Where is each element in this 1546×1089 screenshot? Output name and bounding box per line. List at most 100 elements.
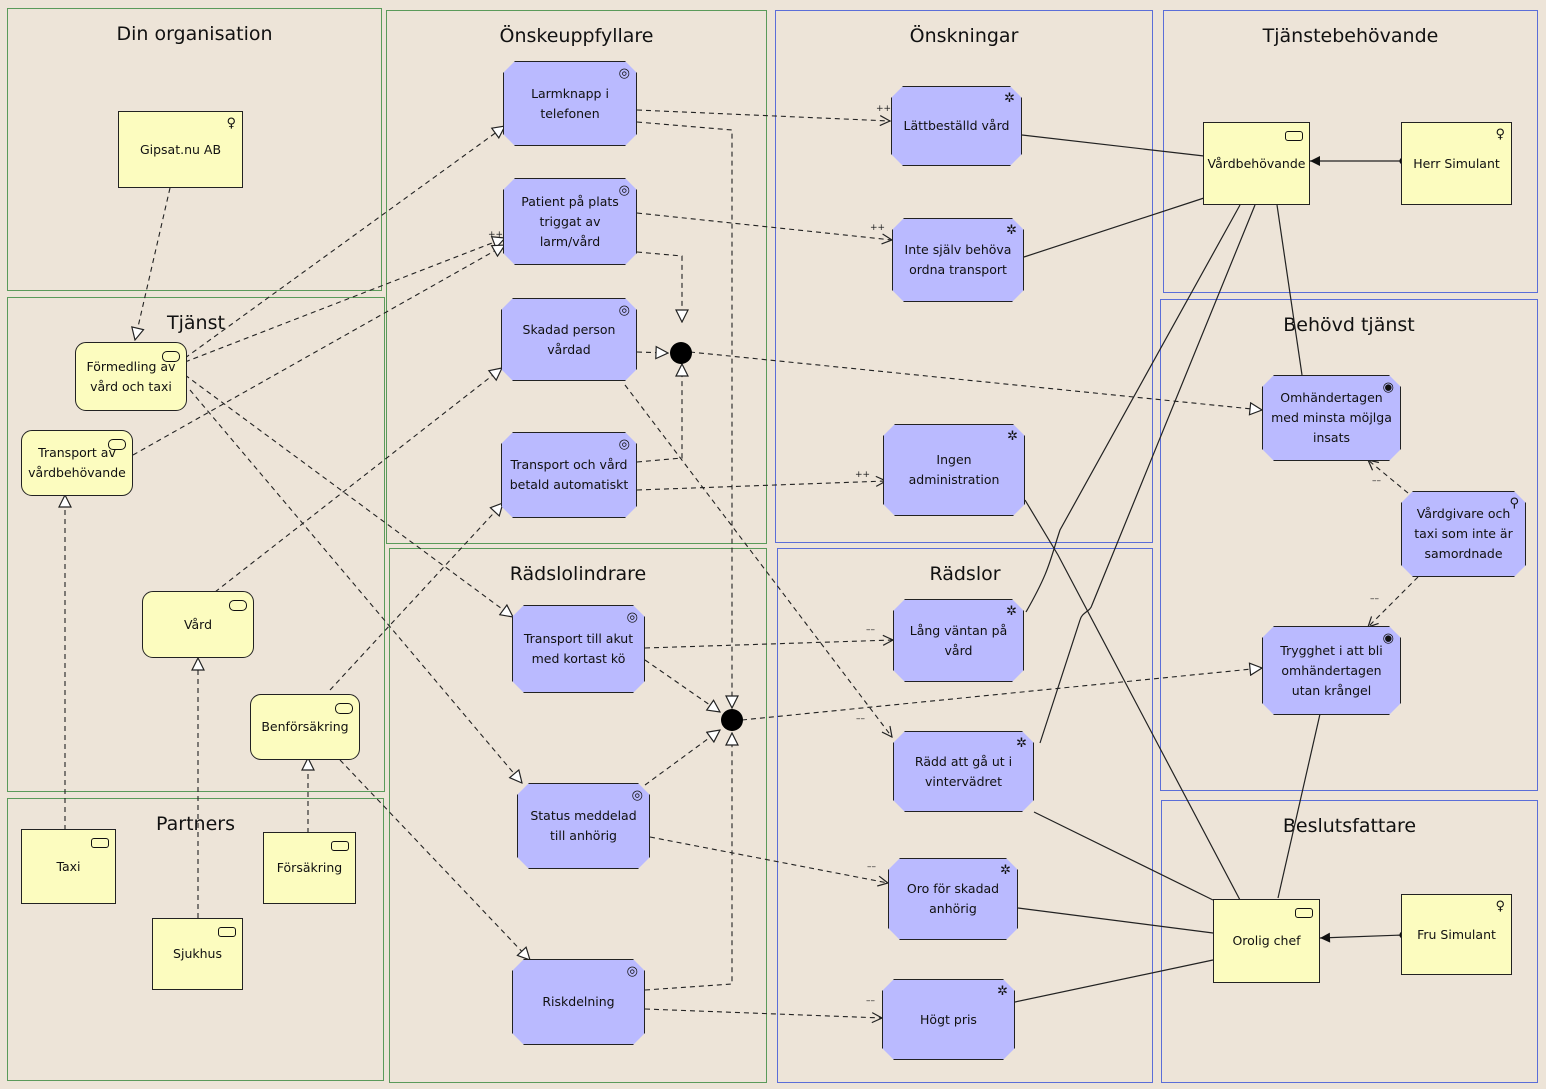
node-label: Rädd att gå ut i vintervädret: [914, 753, 1013, 789]
service-icon: [162, 351, 180, 362]
group-title: Partners: [156, 813, 235, 835]
actor-herr-simulant[interactable]: Herr Simulant ♀: [1401, 122, 1512, 205]
node-label: Transport till akut med kortast kö: [523, 631, 634, 666]
node-label: Förmedling av vård och taxi: [86, 358, 176, 394]
node-label: Trygghet i att bli omhändertagen utan kr…: [1280, 642, 1383, 698]
role-forsakring[interactable]: Försäkring: [263, 832, 356, 904]
group-title: Tjänst: [167, 312, 225, 334]
goal-icon: ◎: [631, 788, 643, 803]
outcome-icon: ◉: [1382, 631, 1394, 646]
actor-icon: ♀: [226, 116, 236, 131]
driver-ingen-admin[interactable]: Ingen administration ✲: [883, 424, 1025, 516]
outcome-icon: ◉: [1382, 380, 1394, 395]
node-label: Vårdbehövande: [1207, 155, 1306, 171]
node-label: Transport och vård betald automatiskt: [509, 457, 629, 492]
goal-larmknapp[interactable]: Larmknapp i telefonen ◎: [503, 61, 637, 146]
goal-status[interactable]: Status meddelad till anhörig ◎: [517, 783, 650, 869]
influence-label: ––: [867, 862, 876, 872]
node-label: Vårdgivare och taxi som inte är samordna…: [1414, 506, 1513, 561]
service-formedling[interactable]: Förmedling av vård och taxi: [75, 342, 187, 411]
group-title: Önskningar: [909, 25, 1019, 47]
node-label: Ingen administration: [908, 452, 1000, 487]
service-icon: [108, 439, 126, 450]
role-icon: [331, 841, 349, 851]
driver-icon: ✲: [1007, 429, 1018, 444]
goal-icon: ◎: [618, 66, 630, 81]
node-label: Inte själv behöva ordna transport: [904, 242, 1012, 277]
role-icon: [91, 838, 109, 848]
role-icon: [218, 927, 236, 937]
group-title: Din organisation: [116, 23, 273, 45]
role-vardbehovande[interactable]: Vårdbehövande: [1203, 122, 1310, 205]
node-label: Omhändertagen med minsta möjlga insats: [1271, 390, 1392, 445]
role-taxi[interactable]: Taxi: [21, 829, 116, 904]
actor-fru-simulant[interactable]: Fru Simulant♀: [1401, 894, 1512, 975]
goal-icon: ◎: [618, 183, 630, 198]
goal-icon: ◎: [618, 437, 630, 452]
node-label: Herr Simulant: [1413, 155, 1500, 171]
goal-transport-akut[interactable]: Transport till akut med kortast kö ◎: [512, 605, 645, 693]
influence-label: ––: [866, 625, 875, 635]
actor-icon: ♀: [1495, 127, 1505, 142]
node-label: Riskdelning: [542, 994, 615, 1009]
goal-transport-vard[interactable]: Transport och vård betald automatiskt ◎: [501, 432, 637, 518]
node-label: Försäkring: [276, 860, 343, 875]
driver-oro[interactable]: Oro för skadad anhörig✲: [888, 858, 1018, 940]
node-label: Larmknapp i telefonen: [531, 85, 609, 121]
node-label: Lättbeställd vård: [903, 118, 1010, 133]
node-label: Taxi: [56, 858, 81, 874]
driver-lang-vantan[interactable]: Lång väntan på vård ✲: [893, 599, 1024, 682]
node-label: Patient på plats triggat av larm/vård: [521, 193, 619, 249]
influence-label: ––: [866, 996, 875, 1006]
role-icon: [1295, 908, 1313, 918]
group-title: Rädslolindrare: [509, 563, 647, 585]
actor-gipsat[interactable]: Gipsat.nu AB ♀: [118, 111, 243, 188]
role-sjukhus[interactable]: Sjukhus: [152, 918, 243, 990]
node-label: Transport av vårdbehövande: [28, 445, 126, 480]
goal-icon: ◎: [626, 610, 638, 625]
assessment-vardgivare[interactable]: Vårdgivare och taxi som inte är samordna…: [1401, 491, 1526, 577]
influence-label: ––: [856, 714, 865, 724]
driver-icon: ✲: [997, 984, 1008, 999]
service-transport-vardbehovande[interactable]: Transport av vårdbehövande: [21, 430, 133, 496]
group-title: Beslutsfattare: [1282, 815, 1417, 837]
assessment-icon: ⚲: [1509, 496, 1519, 511]
service-icon: [229, 600, 247, 611]
node-label: Skadad person vårdad: [522, 321, 616, 357]
influence-label: ––: [1370, 594, 1379, 604]
driver-lattbestalld[interactable]: Lättbeställd vård ✲: [891, 86, 1022, 166]
outcome-trygghet[interactable]: Trygghet i att bli omhändertagen utan kr…: [1262, 626, 1401, 715]
service-icon: [335, 703, 353, 714]
driver-inte-sjalv[interactable]: Inte själv behöva ordna transport ✲: [892, 218, 1024, 302]
goal-patient[interactable]: Patient på plats triggat av larm/vård◎: [503, 178, 637, 265]
node-label: Gipsat.nu AB: [139, 141, 222, 157]
goal-skadad[interactable]: Skadad person vårdad◎: [501, 298, 637, 381]
influence-label: ––: [1372, 476, 1381, 486]
node-label: Lång väntan på vård: [909, 622, 1008, 658]
service-benforsakring[interactable]: Benförsäkring: [250, 694, 360, 760]
driver-icon: ✲: [1004, 91, 1015, 106]
goal-icon: ◎: [626, 964, 638, 979]
role-icon: [1285, 131, 1303, 141]
driver-hogt-pris[interactable]: Högt pris ✲: [882, 979, 1015, 1060]
node-label: Fru Simulant: [1417, 926, 1496, 942]
goal-riskdelning[interactable]: Riskdelning ◎: [512, 959, 645, 1045]
driver-radd[interactable]: Rädd att gå ut i vintervädret✲: [893, 731, 1034, 812]
node-label: Orolig chef: [1232, 933, 1301, 948]
influence-label: ++: [876, 104, 892, 114]
node-label: Sjukhus: [173, 946, 222, 961]
node-label: Oro för skadad anhörig: [906, 881, 1000, 916]
influence-label: ++: [870, 223, 886, 233]
group-title: Behövd tjänst: [1283, 314, 1415, 336]
driver-icon: ✲: [1006, 223, 1017, 238]
node-label: Högt pris: [920, 1011, 977, 1027]
influence-label: ++: [488, 230, 504, 240]
driver-icon: ✲: [1000, 863, 1011, 878]
driver-icon: ✲: [1006, 604, 1017, 619]
role-orolig-chef[interactable]: Orolig chef: [1213, 899, 1320, 983]
service-vard[interactable]: Vård: [142, 591, 254, 658]
goal-icon: ◎: [618, 303, 630, 318]
node-label: Status meddelad till anhörig: [530, 808, 637, 843]
group-title: Önskeuppfyllare: [499, 25, 654, 47]
outcome-omhandertagen[interactable]: Omhändertagen med minsta möjlga insats◉: [1262, 375, 1401, 461]
